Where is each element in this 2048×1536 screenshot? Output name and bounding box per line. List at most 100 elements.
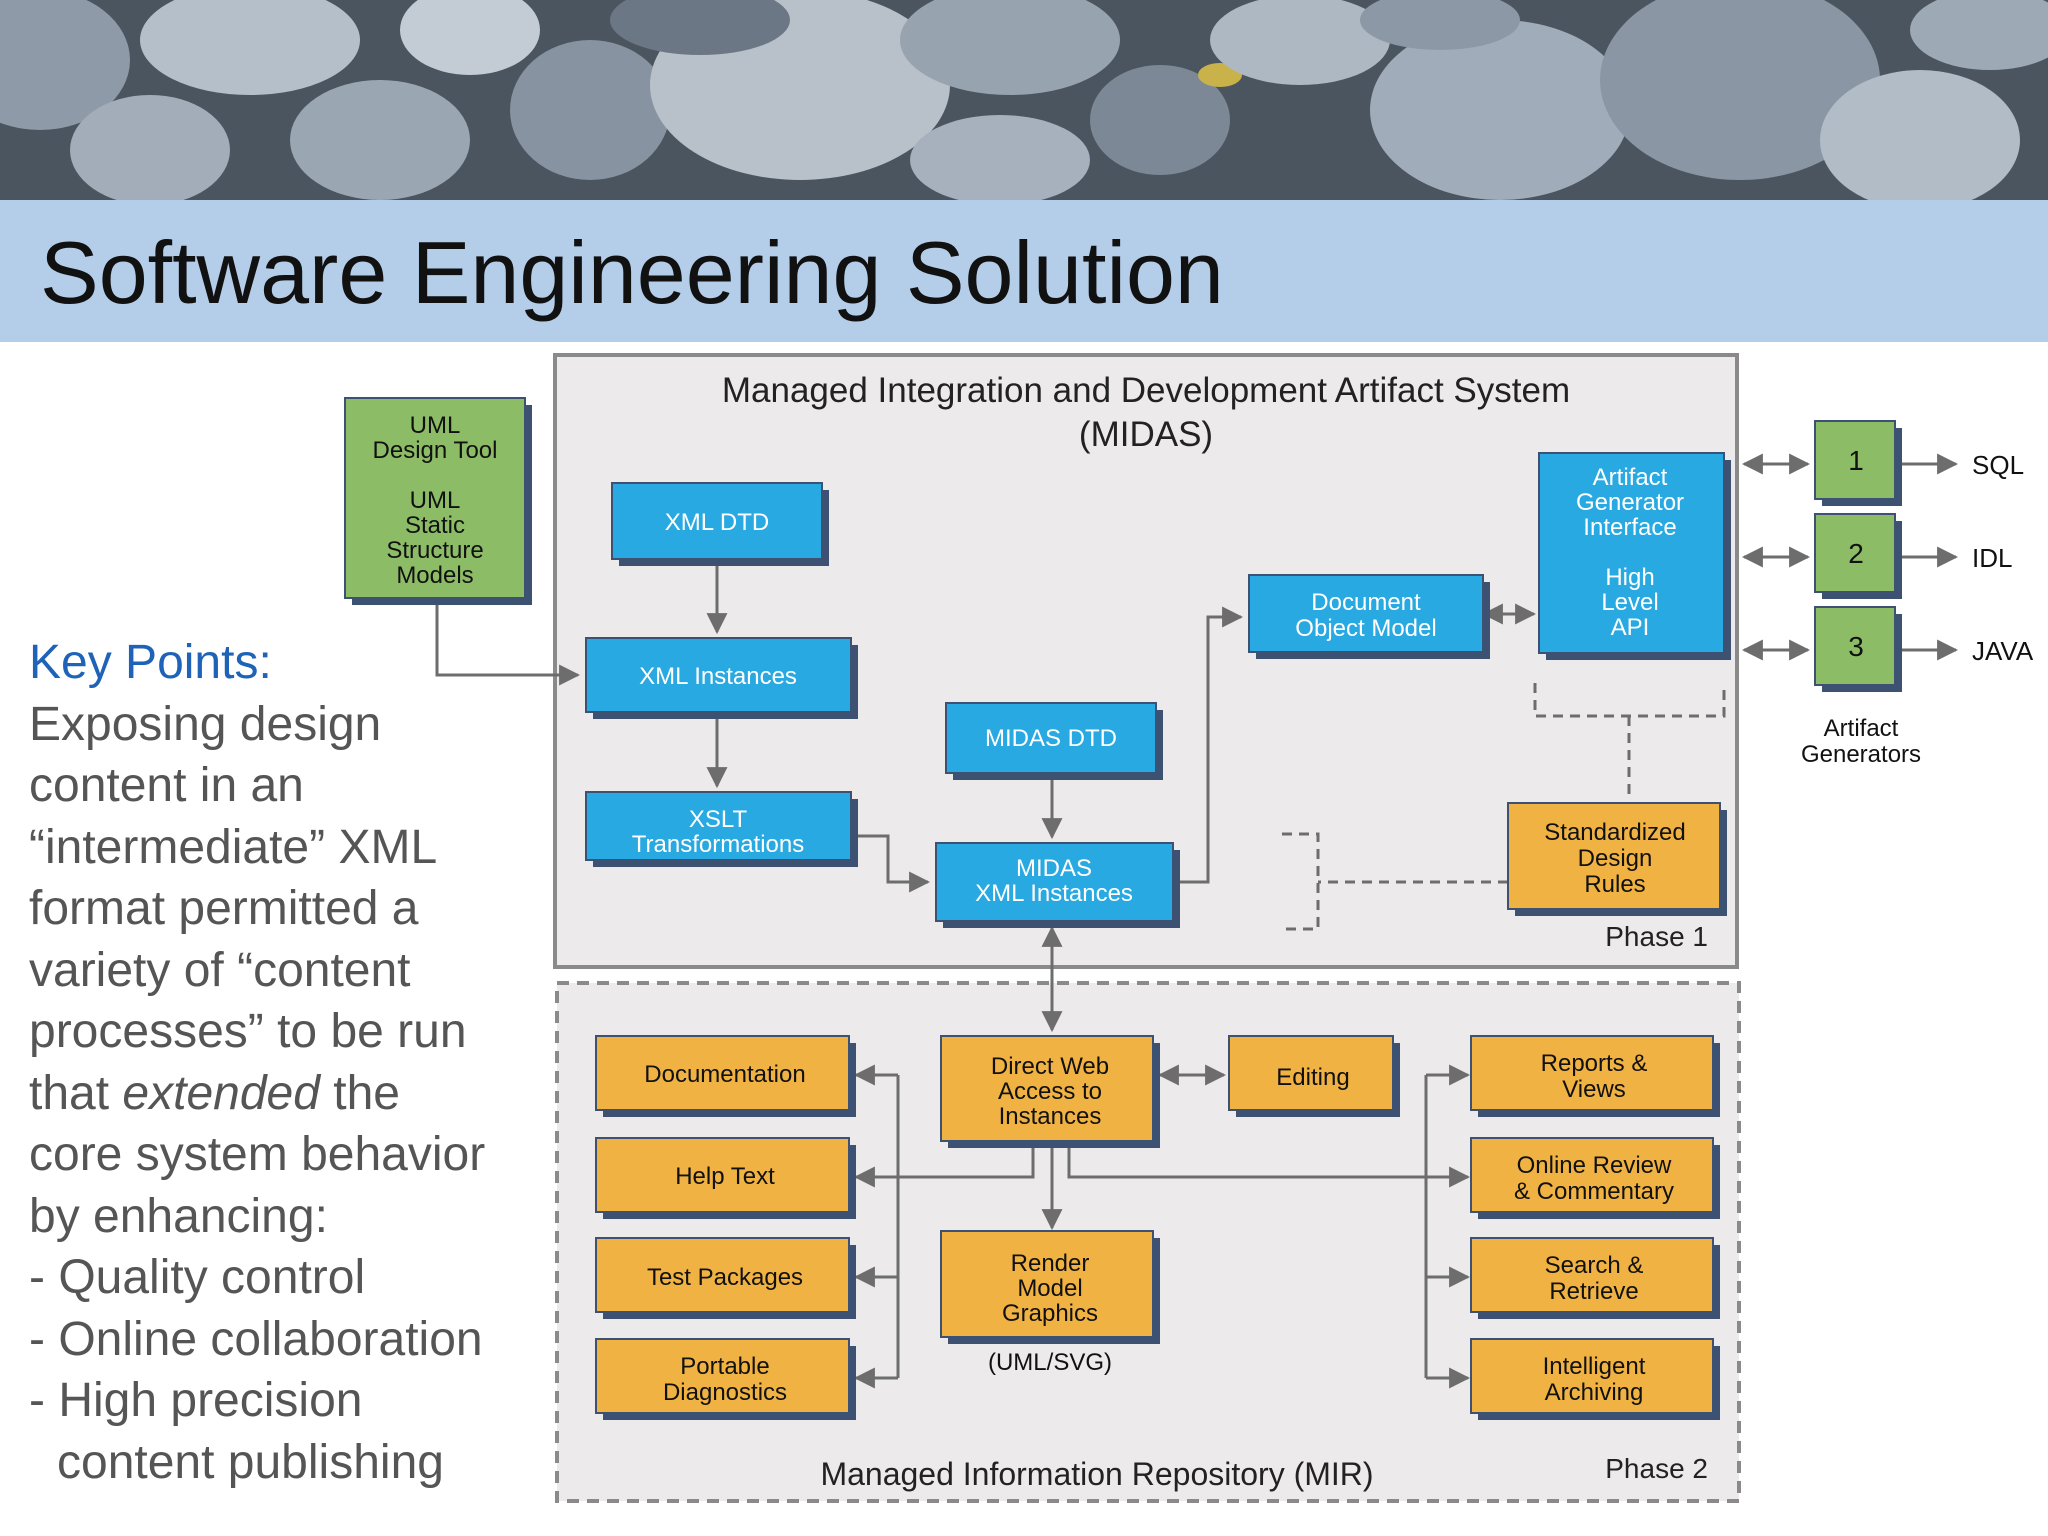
uml-design-tool-box <box>344 397 526 599</box>
direct-web-label: Instances <box>999 1103 1102 1130</box>
midas-dtd-label: MIDAS DTD <box>985 725 1117 752</box>
key-point-bullet: - High precision <box>29 1374 363 1427</box>
key-point-line: by enhancing: <box>29 1189 328 1243</box>
sql-label: SQL <box>1972 450 2024 480</box>
documentation-box <box>595 1035 850 1111</box>
portable-diagnostics-label: Diagnostics <box>663 1379 787 1406</box>
uml-line: Static <box>405 512 465 539</box>
dom-label: Document <box>1311 589 1421 616</box>
xml-dtd-box <box>611 482 823 560</box>
key-point-emphasis: extended <box>122 1066 320 1120</box>
key-point-line: “intermediate” XML <box>29 820 438 874</box>
test-packages-label: Test Packages <box>647 1264 803 1291</box>
arrow-uml-to-xml-instances <box>435 603 581 686</box>
render-label: Model <box>1017 1275 1082 1302</box>
boxes <box>344 397 1896 1414</box>
std-rules-box <box>1507 802 1721 910</box>
uml-line: Models <box>396 562 473 589</box>
portable-diagnostics-box <box>595 1338 850 1414</box>
generator-1-box <box>1814 420 1896 500</box>
archiving-label: Archiving <box>1545 1379 1644 1406</box>
direct-web-box <box>940 1035 1154 1142</box>
xslt-box <box>585 791 852 861</box>
key-point-line: core system behavior <box>29 1128 486 1181</box>
agi-label: High <box>1605 564 1654 591</box>
direct-web-label: Access to <box>998 1078 1102 1105</box>
online-review-label: & Commentary <box>1514 1178 1674 1205</box>
xml-dtd-label: XML DTD <box>665 509 769 536</box>
java-label: JAVA <box>1972 636 2034 666</box>
generator-2-number: 2 <box>1848 538 1864 569</box>
render-label: Render <box>1011 1250 1090 1277</box>
portable-diagnostics-label: Portable <box>680 1353 769 1380</box>
key-point-bullet-continuation: content publishing <box>57 1435 444 1489</box>
midas-xml-box <box>935 842 1174 922</box>
dom-label: Object Model <box>1295 615 1436 642</box>
editing-box <box>1228 1035 1394 1111</box>
phase2-label: Phase 2 <box>1605 1453 1708 1484</box>
key-point-the: the <box>319 1066 400 1120</box>
uml-line: UML <box>410 412 461 439</box>
agi-box <box>1538 452 1725 654</box>
generators-caption: Artifact Generators <box>1801 715 1921 768</box>
key-point-line: Exposing design <box>29 697 382 751</box>
reports-box <box>1470 1035 1714 1111</box>
agi-label: Generator <box>1576 489 1684 516</box>
agi-label: Interface <box>1583 514 1676 541</box>
render-label: Graphics <box>1002 1300 1098 1327</box>
midas-xml-label: MIDAS <box>1016 855 1092 882</box>
documentation-label: Documentation <box>644 1061 805 1088</box>
box-labels: UML Design Tool UML Static Structure Mod… <box>373 412 1864 1406</box>
slide-title: Software Engineering Solution <box>40 223 1224 322</box>
key-point-line: format permitted a <box>29 882 419 935</box>
rocks-banner-image <box>0 0 2048 200</box>
key-point-bullet: - Online collaboration <box>29 1312 483 1366</box>
generators-caption-line: Artifact <box>1824 715 1899 742</box>
key-point-line: processes” to be run <box>29 1005 467 1058</box>
uml-line: Design Tool <box>373 437 498 464</box>
key-points-heading: Key Points: <box>29 636 272 689</box>
std-rules-label: Design <box>1578 845 1653 872</box>
online-review-label: Online Review <box>1517 1152 1672 1179</box>
generator-3-number: 3 <box>1848 631 1864 662</box>
midas-xml-label: XML Instances <box>975 880 1133 907</box>
generators-caption-line: Generators <box>1801 741 1921 768</box>
line-direct-web-right-bus <box>1067 1148 1426 1179</box>
mir-title: Managed Information Repository (MIR) <box>820 1456 1373 1492</box>
online-review-box <box>1470 1137 1714 1213</box>
search-label: Search & <box>1545 1252 1644 1279</box>
key-point-line: variety of “content <box>29 943 411 997</box>
generator-1-number: 1 <box>1848 445 1864 476</box>
agi-label: Artifact <box>1593 464 1668 491</box>
xml-instances-label: XML Instances <box>639 663 797 690</box>
std-rules-label: Rules <box>1584 871 1645 898</box>
uml-line: Structure <box>386 537 483 564</box>
xml-instances-box <box>585 637 852 713</box>
rocks-illustration <box>0 0 2048 200</box>
title-band <box>0 200 2048 342</box>
key-point-line: that extended the <box>29 1063 549 1125</box>
direct-web-label: Direct Web <box>991 1053 1109 1080</box>
phase1-label: Phase 1 <box>1605 921 1708 952</box>
midas-title-line2: (MIDAS) <box>1079 415 1213 454</box>
dom-box <box>1248 574 1484 653</box>
reports-label: Reports & <box>1541 1050 1648 1077</box>
key-point-line: content in an <box>29 759 304 812</box>
xslt-label: Transformations <box>632 831 805 858</box>
help-text-box <box>595 1137 850 1213</box>
generator-outputs: SQL IDL JAVA <box>1972 450 2034 666</box>
render-caption: (UML/SVG) <box>988 1349 1112 1376</box>
key-point-bullet: - Quality control <box>29 1251 366 1304</box>
arrow-midas-xml-to-dom <box>1172 606 1244 884</box>
uml-line: UML <box>410 487 461 514</box>
arrow-xslt-to-midas-xml <box>852 834 931 893</box>
dashed-rule-links <box>1282 683 1726 931</box>
midas-dtd-box <box>945 702 1157 774</box>
archiving-box <box>1470 1338 1714 1414</box>
connectors <box>435 453 1959 1389</box>
generator-2-box <box>1814 513 1896 593</box>
test-packages-box <box>595 1237 850 1313</box>
key-point-that: that <box>29 1066 110 1120</box>
search-label: Retrieve <box>1549 1278 1638 1305</box>
